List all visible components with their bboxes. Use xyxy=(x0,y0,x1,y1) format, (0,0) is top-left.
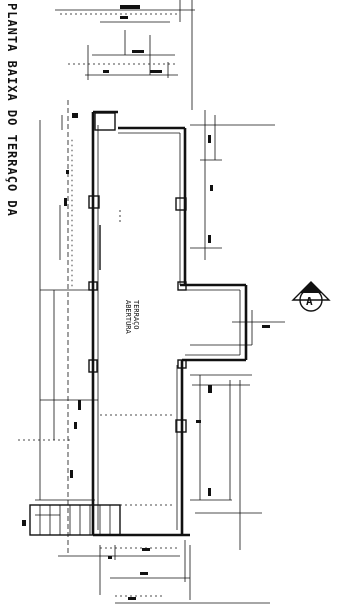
bottom-dimension-values xyxy=(108,548,150,600)
room-label: TERRAÇO ABERTURA xyxy=(124,300,140,335)
room-label-line1: TERRAÇO xyxy=(132,300,140,330)
top-dimension-values xyxy=(103,5,162,73)
left-dimension-values xyxy=(22,113,81,526)
top-dimension-lines xyxy=(55,0,195,110)
interior-hidden-lines xyxy=(71,139,175,506)
exterior-walls xyxy=(91,110,248,537)
left-dimension-lines xyxy=(18,100,98,555)
bottom-dimension-lines xyxy=(58,540,270,604)
section-marker: A xyxy=(291,281,331,312)
room-label-line2: ABERTURA xyxy=(124,300,132,335)
columns xyxy=(88,112,187,433)
right-dimension-values xyxy=(196,135,270,496)
section-marker-letter: A xyxy=(306,295,313,308)
right-dimension-lines xyxy=(190,110,285,550)
stair-railing xyxy=(29,225,121,536)
